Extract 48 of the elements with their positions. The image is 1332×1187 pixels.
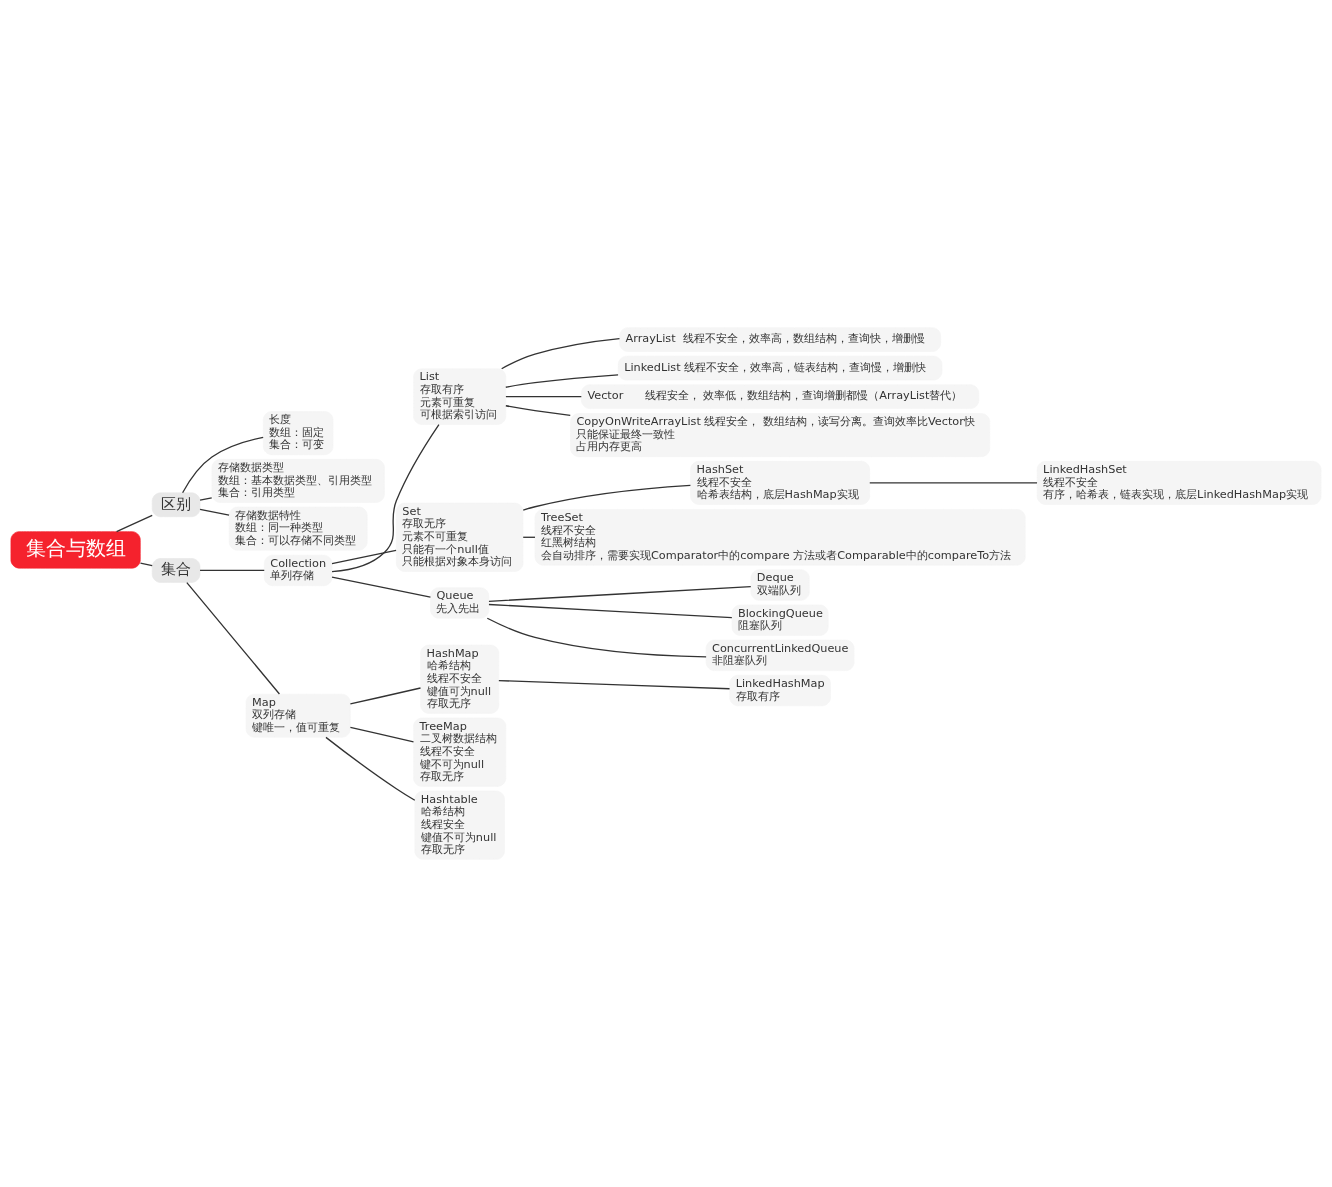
node-box: CopyOnWriteArrayList 线程安全， 数组结构，读写分离。查询效率比Vector快 只能保证最终一致性 占用内存更高 [570,413,991,457]
connector [488,603,733,619]
connector [501,337,621,370]
node-box: TreeSet 线程不安全 红黑树结构 会自动排序，需要实现Comparator中的compare 方法或者Comparable中的compareTo方法 [534,509,1026,566]
node-box: ArrayList 线程不安全，效率高，数组结构，查询快，增删慢 [619,327,941,352]
node-box: Map 双列存储 键唯一，值可重复 [245,693,351,738]
connector [488,586,752,602]
connector [486,617,707,658]
node-box: 集合 [151,558,201,583]
node-box: 存储数据特性 数组：同一种类型 集合：可以存储不同类型 [228,506,368,551]
node-box: 区别 [151,492,201,518]
connector [181,436,264,494]
connector [325,736,416,801]
connector [115,514,153,533]
node-box: List 存取有序 元素可重复 可根据索引访问 [413,368,507,425]
node-box: Queue 先入先出 [430,587,490,619]
connector [199,497,213,501]
connector [349,726,415,743]
node-box: 集合与数组 [10,531,141,569]
node-box: HashSet 线程不安全 哈希表结构，底层HashMap实现 [690,461,870,505]
node-box: TreeMap 二叉树数据结构 线程不安全 键不可为null 存取无序 [413,717,507,787]
connector [505,395,582,398]
connector [505,374,619,388]
node-box: Set 存取无序 元素不可重复 只能有一个null值 只能根据对象本身访问 [396,502,524,572]
connector [186,581,281,695]
connector [331,423,440,573]
node-box: LinkedHashSet 线程不安全 有序，哈希表，链表实现，底层LinkedHashMap实现 [1036,461,1322,505]
connector [331,549,397,565]
node-box: ConcurrentLinkedQueue 非阻塞队列 [705,639,855,671]
node-box: Vector 线程安全， 效率低，数组结构，查询增删都慢（ArrayList替代） [581,384,980,409]
node-box: Hashtable 哈希结构 线程安全 键值不可为null 存取无序 [414,790,505,860]
node-box: LinkedHashMap 存取有序 [729,674,831,707]
connector [349,687,422,705]
connector [498,679,731,690]
connector [199,569,265,572]
node-box: Deque 双端队列 [750,569,810,601]
node-box: LinkedList 线程不安全，效率高，链表结构，查询慢，增删快 [617,355,943,381]
connector [139,562,153,567]
connector [331,576,432,598]
connector [522,484,692,511]
node-box: HashMap 哈希结构 线程不安全 键值可为null 存取无序 [420,644,500,714]
node-box: 存储数据类型 数组：基本数据类型、引用类型 集合：引用类型 [211,459,385,503]
connector [505,405,571,416]
node-box: BlockingQueue 阻塞队列 [731,604,829,636]
connector [199,508,230,516]
node-box: Collection 单列存储 [264,554,333,587]
connector [869,482,1038,484]
node-box: 长度 数组：固定 集合：可变 [263,411,334,455]
